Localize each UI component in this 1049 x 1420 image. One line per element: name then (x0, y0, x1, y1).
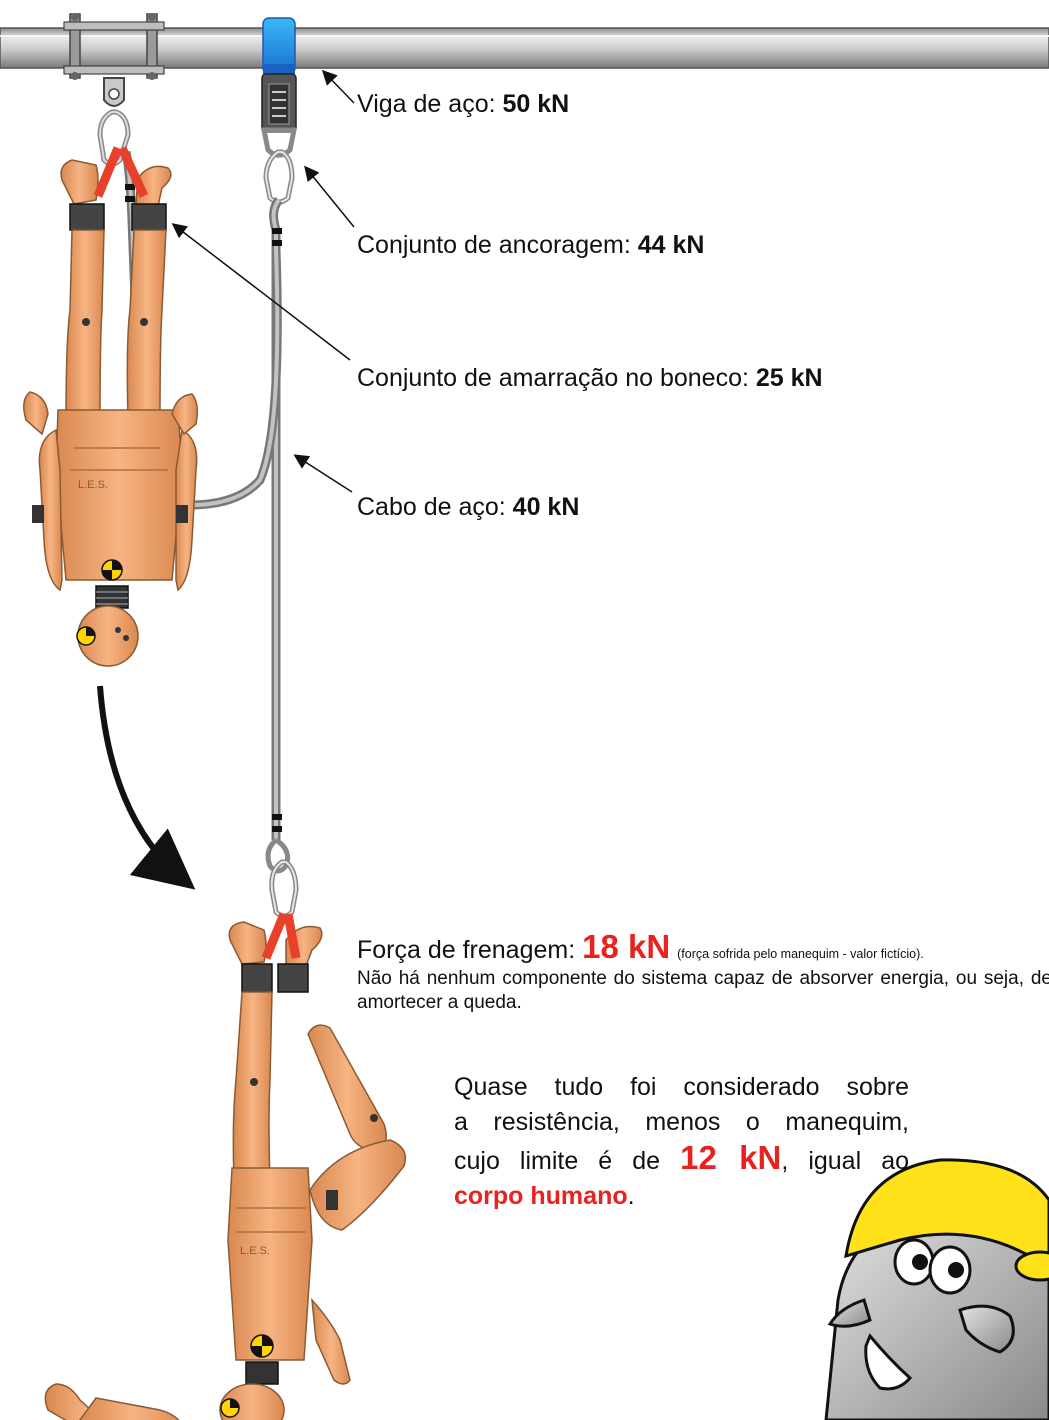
limit-line-4: corpo humano. (454, 1179, 909, 1214)
label-steel-cable-value: 40 kN (513, 493, 580, 521)
label-steel-beam: Viga de aço: 50 kN (357, 90, 569, 119)
limit-line-3: cujo limite é de 12 kN, igual ao (454, 1140, 909, 1179)
limit-line-3-end: , igual ao (781, 1147, 909, 1175)
limit-line-3-start: cujo limite é de (454, 1147, 680, 1175)
label-anchor-set-value: 44 kN (638, 231, 705, 259)
dummy-chest-label: L.E.S. (78, 479, 108, 491)
label-steel-cable-text: Cabo de aço: (357, 493, 513, 521)
braking-force-note: (força sofrida pelo manequim - valor fic… (677, 947, 924, 961)
label-dummy-lashing-value: 25 kN (756, 364, 823, 392)
braking-force-label: Força de frenagem: (357, 936, 582, 964)
dummy-chest-label-2: L.E.S. (240, 1245, 270, 1257)
label-anchor-set-text: Conjunto de ancoragem: (357, 231, 638, 259)
label-steel-beam-text: Viga de aço: (357, 90, 502, 118)
label-steel-beam-value: 50 kN (502, 90, 569, 118)
label-steel-cable: Cabo de aço: 40 kN (357, 493, 579, 522)
limit-line-1: Quase tudo foi considerado sobre (454, 1070, 909, 1105)
crash-dummy-top: L.E.S. (24, 148, 198, 666)
label-dummy-lashing-text: Conjunto de amarração no boneco: (357, 364, 756, 392)
energy-note: Não há nenhum componente do sistema capa… (357, 967, 1049, 1015)
label-dummy-lashing: Conjunto de amarração no boneco: 25 kN (357, 364, 823, 393)
braking-force-value: 18 kN (582, 928, 670, 965)
limit-line-4-end: . (628, 1182, 635, 1210)
braking-force-line: Força de frenagem: 18 kN (força sofrida … (357, 928, 924, 966)
limit-line-2: a resistência, menos o manequim, (454, 1105, 909, 1140)
mannequin-limit-paragraph: Quase tudo foi considerado sobre a resis… (454, 1070, 909, 1214)
limit-value: 12 kN (680, 1139, 781, 1176)
anchor-strap (262, 18, 296, 202)
label-anchor-set: Conjunto de ancoragem: 44 kN (357, 231, 704, 260)
fall-arrow (100, 686, 186, 882)
human-body-text: corpo humano (454, 1182, 628, 1210)
crash-dummy-bottom: L.E.S. (45, 914, 405, 1420)
